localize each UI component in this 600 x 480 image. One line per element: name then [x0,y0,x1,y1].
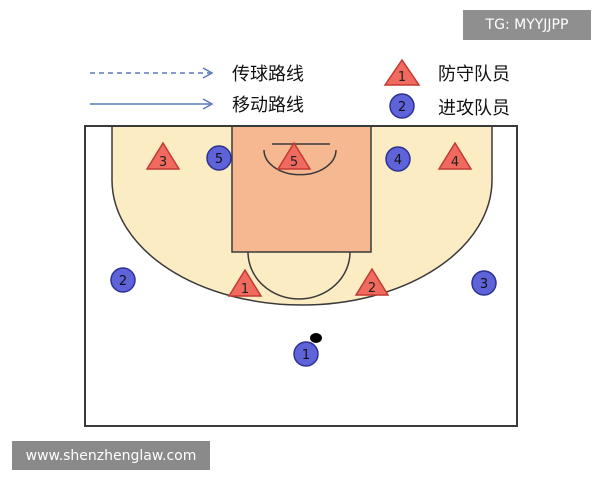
defender-legend-icon [383,58,421,86]
attacker-2-circle [110,267,136,293]
attacker-5-circle [206,145,232,171]
attacker-4: 4 [385,146,411,172]
pass-route-arrowhead [202,67,214,79]
defender-3-number: 3 [159,155,167,170]
attacker-3: 3 [471,270,497,296]
defender-legend-number: 1 [398,70,406,85]
defender-1: 1 [227,268,263,297]
move-route-label: 移动路线 [232,95,304,116]
attacker-2-number: 2 [119,274,127,289]
defender-3-triangle [145,141,181,170]
attacker-1-number: 1 [302,348,310,363]
defender-2-number: 2 [368,281,376,296]
defender-4: 4 [437,141,473,170]
attacker-4-number: 4 [394,153,402,168]
attacker-5-number: 5 [215,152,223,167]
attackers: 1 2 3 4 5 [110,145,497,367]
defender-2-triangle [354,267,390,296]
defender-4-number: 4 [451,155,459,170]
move-route-arrowhead [202,98,214,110]
paint-area [231,125,372,253]
defender-5: 5 [276,141,312,170]
attacker-3-circle [471,270,497,296]
attacker-2: 2 [110,267,136,293]
free-throw-circle [247,251,351,300]
defender-1-triangle [227,268,263,297]
attacker-3-number: 3 [480,277,488,292]
defender-3: 3 [145,141,181,170]
attacker-legend-number: 2 [398,100,406,115]
website-watermark: www.shenzhenglaw.com [12,441,210,470]
attacker-legend-icon [389,93,415,119]
restricted-area-arc [263,149,337,176]
legend: 传球路线 移动路线 1 防守队员 2 进攻队员 [90,58,510,119]
defender-legend-label: 防守队员 [438,64,510,85]
attacker-4-circle [385,146,411,172]
court-boundary [84,125,518,427]
basketball [310,333,322,343]
attacker-legend-label: 进攻队员 [438,98,510,119]
pass-route-legend: 传球路线 [90,64,304,85]
defender-legend: 1 防守队员 [383,58,510,86]
defender-1-number: 1 [241,282,249,297]
defender-4-triangle [437,141,473,170]
telegram-badge: TG: MYYJJPP [463,10,591,40]
pass-route-label: 传球路线 [232,64,304,85]
defender-5-number: 5 [290,155,298,170]
attacker-1: 1 [293,341,319,367]
attacker-5: 5 [206,145,232,171]
defender-2: 2 [354,267,390,296]
court [84,125,518,427]
attacker-legend: 2 进攻队员 [389,93,510,119]
move-route-legend: 移动路线 [90,95,304,116]
defenders: 1 2 3 4 5 [145,141,473,297]
attacker-1-circle [293,341,319,367]
defender-5-triangle [276,141,312,170]
